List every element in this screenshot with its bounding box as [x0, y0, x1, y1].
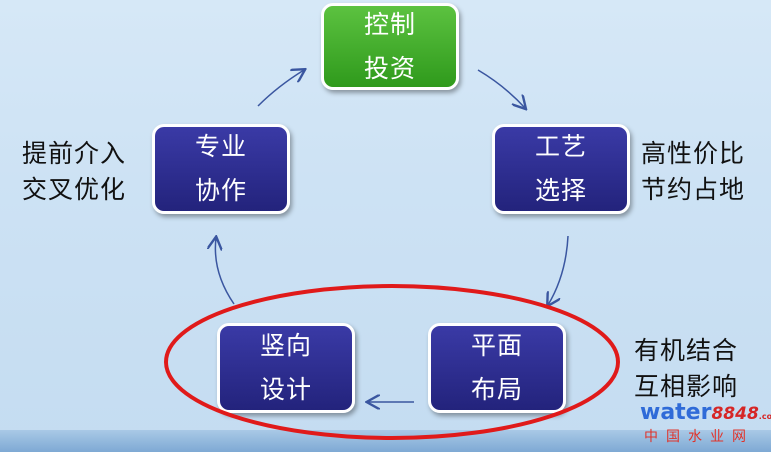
node-label-line1: 平面	[470, 331, 523, 360]
logo-domain: .com	[758, 412, 771, 421]
node-label-line2: 设计	[259, 375, 312, 404]
node-process-selection: 工艺 选择	[492, 124, 630, 214]
annotation-line2: 交叉优化	[22, 175, 127, 204]
highlight-ellipse	[164, 284, 620, 440]
annotation-line1: 高性价比	[641, 139, 746, 168]
logo-number: 8848	[711, 404, 759, 424]
node-vertical-design: 竖向 设计	[217, 323, 355, 413]
logo-wordmark: water8848.com	[640, 400, 771, 425]
annotation-line2: 互相影响	[634, 372, 739, 401]
node-label-line2: 协作	[194, 176, 247, 205]
node-label-line1: 专业	[194, 132, 247, 161]
arrow-collab-to-control	[257, 70, 304, 107]
node-plane-layout: 平面 布局	[428, 323, 566, 413]
logo-subtitle: 中国水业网	[644, 429, 754, 445]
arrow-process-to-layout	[548, 235, 569, 305]
arrow-vertical-to-collab	[215, 238, 235, 305]
node-label-line2: 选择	[534, 176, 587, 205]
logo-main-text: water	[640, 400, 712, 425]
node-control-investment: 控制 投资	[321, 3, 459, 90]
annotation-bottom-right: 有机结合 互相影响	[634, 333, 738, 405]
watermark-logo: water8848.com 中国水业网	[640, 400, 771, 446]
node-label-line2: 布局	[470, 375, 523, 404]
annotation-line1: 提前介入	[22, 139, 127, 168]
node-label-line1: 工艺	[534, 132, 587, 161]
node-label-line1: 竖向	[259, 331, 312, 360]
annotation-line2: 节约占地	[641, 175, 746, 204]
annotation-right: 高性价比 节约占地	[641, 136, 745, 208]
arrow-control-to-process	[477, 69, 525, 108]
node-professional-collab: 专业 协作	[152, 124, 290, 214]
node-label-line1: 控制	[363, 9, 416, 39]
node-label-line2: 投资	[363, 53, 416, 83]
annotation-line1: 有机结合	[634, 336, 739, 365]
bottom-band	[0, 430, 771, 452]
annotation-left: 提前介入 交叉优化	[22, 136, 126, 208]
